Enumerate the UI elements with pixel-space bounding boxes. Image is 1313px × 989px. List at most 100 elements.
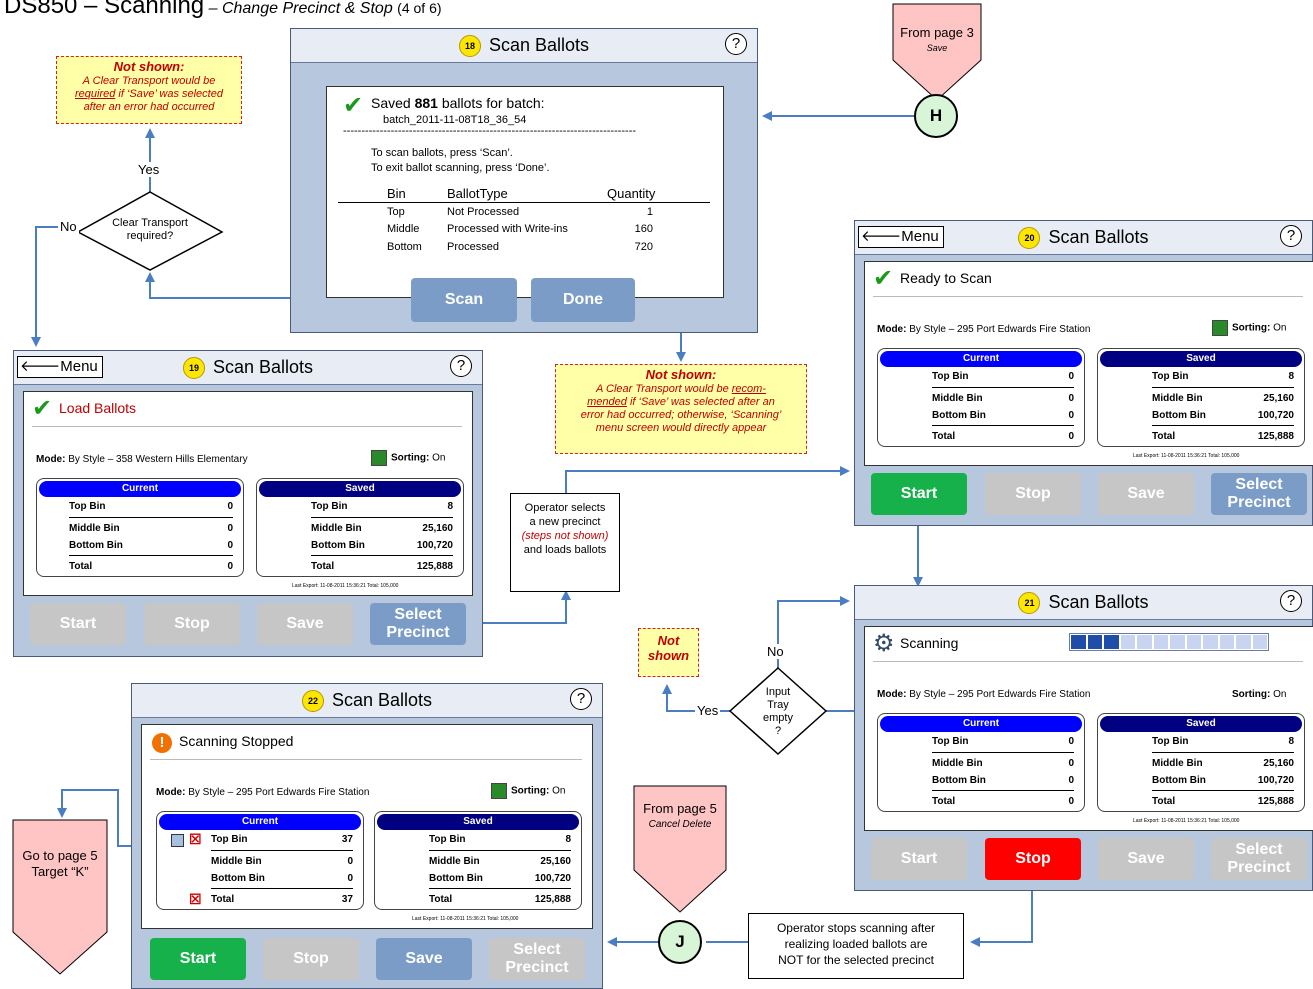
help-icon[interactable]: ? — [1280, 225, 1302, 247]
menu-label: Menu — [60, 358, 98, 375]
last-export: Last Export: 11-08-2011 15:36:21 Total: … — [1133, 453, 1240, 459]
sorting-icon[interactable] — [1212, 320, 1228, 336]
row-rule — [311, 555, 453, 556]
note-emphasis: required — [75, 88, 116, 100]
save-button[interactable]: Save — [257, 603, 353, 645]
error-x-icon: ☒ — [189, 831, 202, 847]
connector-text: From page 5 — [643, 801, 717, 816]
start-button[interactable]: Start — [871, 838, 967, 880]
progress-segment — [1137, 635, 1152, 649]
sorting-value: On — [432, 452, 446, 464]
select-precinct-button[interactable]: Select Precinct — [370, 603, 466, 645]
row-label: Bottom Bin — [1152, 775, 1206, 786]
start-button[interactable]: Start — [30, 603, 126, 645]
no-label: No — [767, 644, 784, 659]
batch-summary-panel: ✔ Saved 881 ballots for batch: batch_201… — [326, 86, 724, 298]
saved-header: Saved — [1100, 351, 1302, 367]
save-button[interactable]: Save — [376, 938, 472, 980]
row-label: Total — [932, 796, 956, 807]
sorting-icon[interactable] — [371, 450, 387, 466]
row-value: 0 — [227, 561, 233, 572]
row-rule — [69, 555, 233, 556]
progress-segment — [1071, 635, 1086, 649]
mode-line: Mode: By Style – 295 Port Edwards Fire S… — [156, 787, 369, 798]
row-label: Bottom Bin — [1152, 410, 1206, 421]
row-label: Middle Bin — [311, 523, 362, 534]
screen-19-titlebar: 🡐Menu 19 Scan Ballots ? — [14, 351, 482, 385]
connector-subtext: Save — [926, 43, 948, 53]
select-precinct-button[interactable]: Select Precinct — [1211, 473, 1307, 515]
save-button[interactable]: Save — [1098, 838, 1194, 880]
stop-button[interactable]: Stop — [985, 838, 1081, 880]
table-rule — [338, 202, 710, 203]
decision-text: Tray — [767, 699, 789, 711]
connector-text: Target “K” — [31, 864, 89, 879]
save-button[interactable]: Save — [1098, 473, 1194, 515]
status-panel: ✔ Ready to Scan Mode: By Style – 295 Por… — [864, 261, 1313, 466]
table-cell: Bottom — [387, 241, 422, 253]
help-icon[interactable]: ? — [725, 33, 747, 55]
progress-segment — [1104, 635, 1119, 649]
stop-button[interactable]: Stop — [985, 473, 1081, 515]
sorting-icon[interactable] — [491, 783, 507, 799]
step-badge: 20 — [1018, 226, 1041, 249]
row-rule — [932, 752, 1074, 753]
stop-button[interactable]: Stop — [144, 603, 240, 645]
screen-title: Scan Ballots — [331, 690, 433, 710]
note-emphasis: recom- — [731, 383, 766, 395]
progress-segment — [1203, 635, 1218, 649]
stop-button[interactable]: Stop — [263, 938, 359, 980]
screen-title: Scan Ballots — [1048, 227, 1149, 247]
row-label: Middle Bin — [69, 523, 120, 534]
decision-text: ? — [774, 725, 782, 737]
saved-prefix: Saved — [371, 95, 411, 111]
row-label: Bottom Bin — [211, 873, 265, 884]
table-cell: Middle — [387, 223, 420, 235]
sorting-label: Sorting: — [1232, 689, 1271, 700]
menu-button[interactable]: 🡐Menu — [17, 356, 103, 378]
help-icon[interactable]: ? — [450, 355, 472, 377]
step-badge: 19 — [182, 356, 205, 379]
select-precinct-button[interactable]: Select Precinct — [489, 938, 585, 980]
help-icon[interactable]: ? — [570, 688, 592, 710]
current-header: Current — [159, 814, 361, 830]
help-icon[interactable]: ? — [1280, 590, 1302, 612]
row-value: 25,160 — [1263, 758, 1294, 769]
progress-segment — [1153, 635, 1168, 649]
row-label: Total — [932, 431, 956, 442]
saved-count: 881 — [414, 95, 438, 111]
last-export: Last Export: 11-08-2011 15:36:21 Total: … — [1133, 818, 1240, 824]
row-rule — [311, 517, 453, 518]
done-button[interactable]: Done — [531, 278, 635, 322]
screen-title: Scan Ballots — [488, 35, 590, 55]
row-value: 8 — [1288, 371, 1294, 382]
scan-button[interactable]: Scan — [411, 278, 517, 322]
box-text: Operator stops scanning after — [776, 921, 936, 935]
table-cell: Processed with Write-ins — [447, 223, 568, 235]
saved-header: Saved — [259, 481, 461, 497]
row-value: 0 — [1068, 736, 1074, 747]
start-button[interactable]: Start — [150, 938, 246, 980]
note-clear-transport-required: Not shown: A Clear Transport would be re… — [56, 56, 242, 124]
start-button[interactable]: Start — [871, 473, 967, 515]
menu-button[interactable]: 🡐Menu — [858, 226, 944, 248]
progress-segment — [1120, 635, 1135, 649]
checkmark-icon: ✔ — [873, 265, 894, 292]
table-cell: Processed — [447, 241, 499, 253]
status-text: Ready to Scan — [900, 270, 992, 286]
view-icon[interactable] — [171, 834, 184, 847]
connector-text: From page 3 — [900, 25, 974, 40]
screen-18-titlebar: 18 Scan Ballots ? — [291, 29, 757, 63]
select-precinct-button[interactable]: Select Precinct — [1211, 838, 1307, 880]
goto-page-5-connector: Go to page 5 Target “K” — [13, 848, 107, 880]
row-label: Total — [211, 894, 235, 905]
